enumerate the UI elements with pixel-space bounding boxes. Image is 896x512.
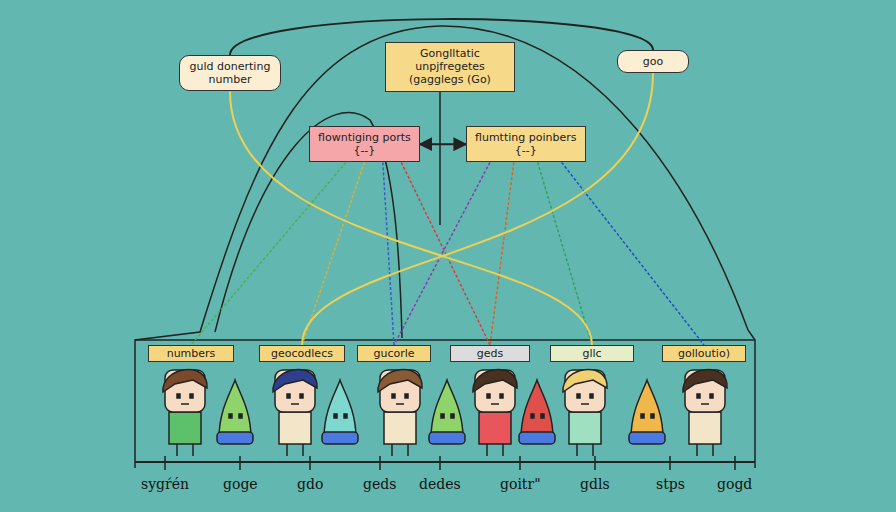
label-box: geds — [450, 345, 530, 362]
connector — [383, 162, 394, 345]
axis-tick — [594, 456, 596, 470]
child-figure — [378, 370, 422, 456]
connector — [420, 143, 466, 145]
blob-creature — [322, 380, 358, 444]
node-text: gucorle — [366, 347, 422, 360]
blob-creature — [429, 380, 465, 444]
enclosing-outline — [135, 26, 755, 468]
node-text: golloutio) — [671, 347, 737, 360]
connector — [562, 162, 704, 345]
node-text: flowntiging ports — [318, 131, 411, 144]
axis-label: gdo — [295, 476, 325, 492]
blob-creature — [629, 380, 665, 444]
node-text: goo — [626, 55, 680, 68]
axis-label: gdls — [578, 476, 612, 492]
node-text: geds — [459, 347, 521, 360]
node-text: Gonglltatic unpjfregetes (gagglegs (Go) — [394, 47, 506, 87]
axis-label: sygŕén — [139, 476, 191, 492]
axis-tick — [164, 456, 166, 470]
axis-label: dedes — [417, 476, 463, 492]
top-box: guld donerting number — [179, 55, 281, 91]
node-text: geocodlecs — [268, 347, 336, 360]
pointer-box: flumtting poinbers{--} — [466, 126, 586, 162]
child-figure — [163, 370, 207, 456]
node-text: guld donerting number — [188, 60, 272, 86]
connector — [302, 162, 364, 345]
axis-label: geds — [361, 476, 398, 492]
child-figure — [473, 370, 517, 456]
child-figure — [683, 370, 727, 456]
axis-tick — [734, 456, 736, 470]
child-figure — [273, 370, 317, 456]
node-text: {--} — [318, 144, 411, 157]
axis-tick — [239, 456, 241, 470]
connector — [191, 162, 346, 345]
axis-tick — [669, 456, 671, 470]
top-box: Gonglltatic unpjfregetes (gagglegs (Go) — [385, 42, 515, 92]
connector — [302, 73, 653, 345]
connector — [490, 162, 514, 345]
label-box: gllc — [550, 345, 634, 362]
blob-creature — [217, 380, 253, 444]
blob-creature — [519, 380, 555, 444]
stem-line — [439, 86, 441, 225]
connector — [394, 162, 490, 345]
top-box: goo — [617, 50, 689, 73]
node-text: gllc — [559, 347, 625, 360]
axis-label: gogd — [715, 476, 754, 492]
axis-label: stps — [654, 476, 687, 492]
connector — [401, 162, 490, 345]
node-text: flumtting poinbers — [475, 131, 577, 144]
child-figure — [563, 370, 607, 456]
axis-tick — [519, 456, 521, 470]
panel-top — [135, 339, 755, 341]
label-box: golloutio) — [662, 345, 746, 362]
axis-label: goitr" — [498, 476, 543, 492]
axis-line — [135, 461, 755, 463]
label-box: numbers — [148, 345, 234, 362]
axis-tick — [379, 456, 381, 470]
node-text: {--} — [475, 144, 577, 157]
axis-tick — [439, 456, 441, 470]
axis-label: goge — [221, 476, 260, 492]
node-text: numbers — [157, 347, 225, 360]
pointer-box: flowntiging ports{--} — [309, 126, 420, 162]
label-box: gucorle — [357, 345, 431, 362]
axis-tick — [309, 456, 311, 470]
label-box: geocodlecs — [259, 345, 345, 362]
